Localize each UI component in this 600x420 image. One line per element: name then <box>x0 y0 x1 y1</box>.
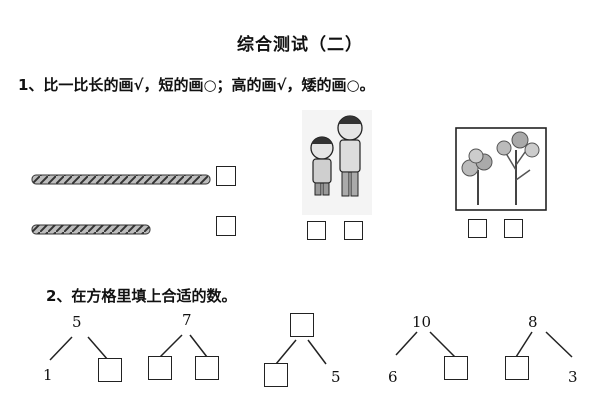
tree2-right-box[interactable] <box>195 356 219 380</box>
tree1-right-box[interactable] <box>98 358 122 382</box>
two-trees-picture <box>455 127 547 211</box>
tree2-top-number: 7 <box>182 311 192 329</box>
answer-box-short-tree[interactable] <box>468 219 487 238</box>
tree2-left-box[interactable] <box>148 356 172 380</box>
tree4-top-number: 10 <box>412 313 432 331</box>
answer-box-short-rope[interactable] <box>216 216 236 236</box>
tree5-left-box[interactable] <box>505 356 529 380</box>
tree1-left-number: 1 <box>43 366 53 384</box>
tree3-left-box[interactable] <box>264 363 288 387</box>
answer-box-tall-tree[interactable] <box>504 219 523 238</box>
number-bond-lines <box>49 331 573 365</box>
page-title: 综合测试（二） <box>237 35 363 55</box>
tree5-top-number: 8 <box>528 313 538 331</box>
short-rope <box>31 224 151 235</box>
answer-box-short-boy[interactable] <box>307 221 326 240</box>
tree4-right-box[interactable] <box>444 356 468 380</box>
tree5-right-number: 3 <box>568 368 578 386</box>
question-1: 1、比一比长的画√，短的画○；高的画√，矮的画○。 <box>18 76 375 94</box>
long-rope <box>31 174 211 185</box>
tree3-top-box[interactable] <box>290 313 314 337</box>
tree4-left-number: 6 <box>388 368 398 386</box>
answer-box-tall-boy[interactable] <box>344 221 363 240</box>
two-boys-picture <box>302 110 372 215</box>
question-2: 2、在方格里填上合适的数。 <box>46 287 237 305</box>
answer-box-long-rope[interactable] <box>216 166 236 186</box>
tree3-right-number: 5 <box>331 368 341 386</box>
tree1-top-number: 5 <box>72 313 82 331</box>
